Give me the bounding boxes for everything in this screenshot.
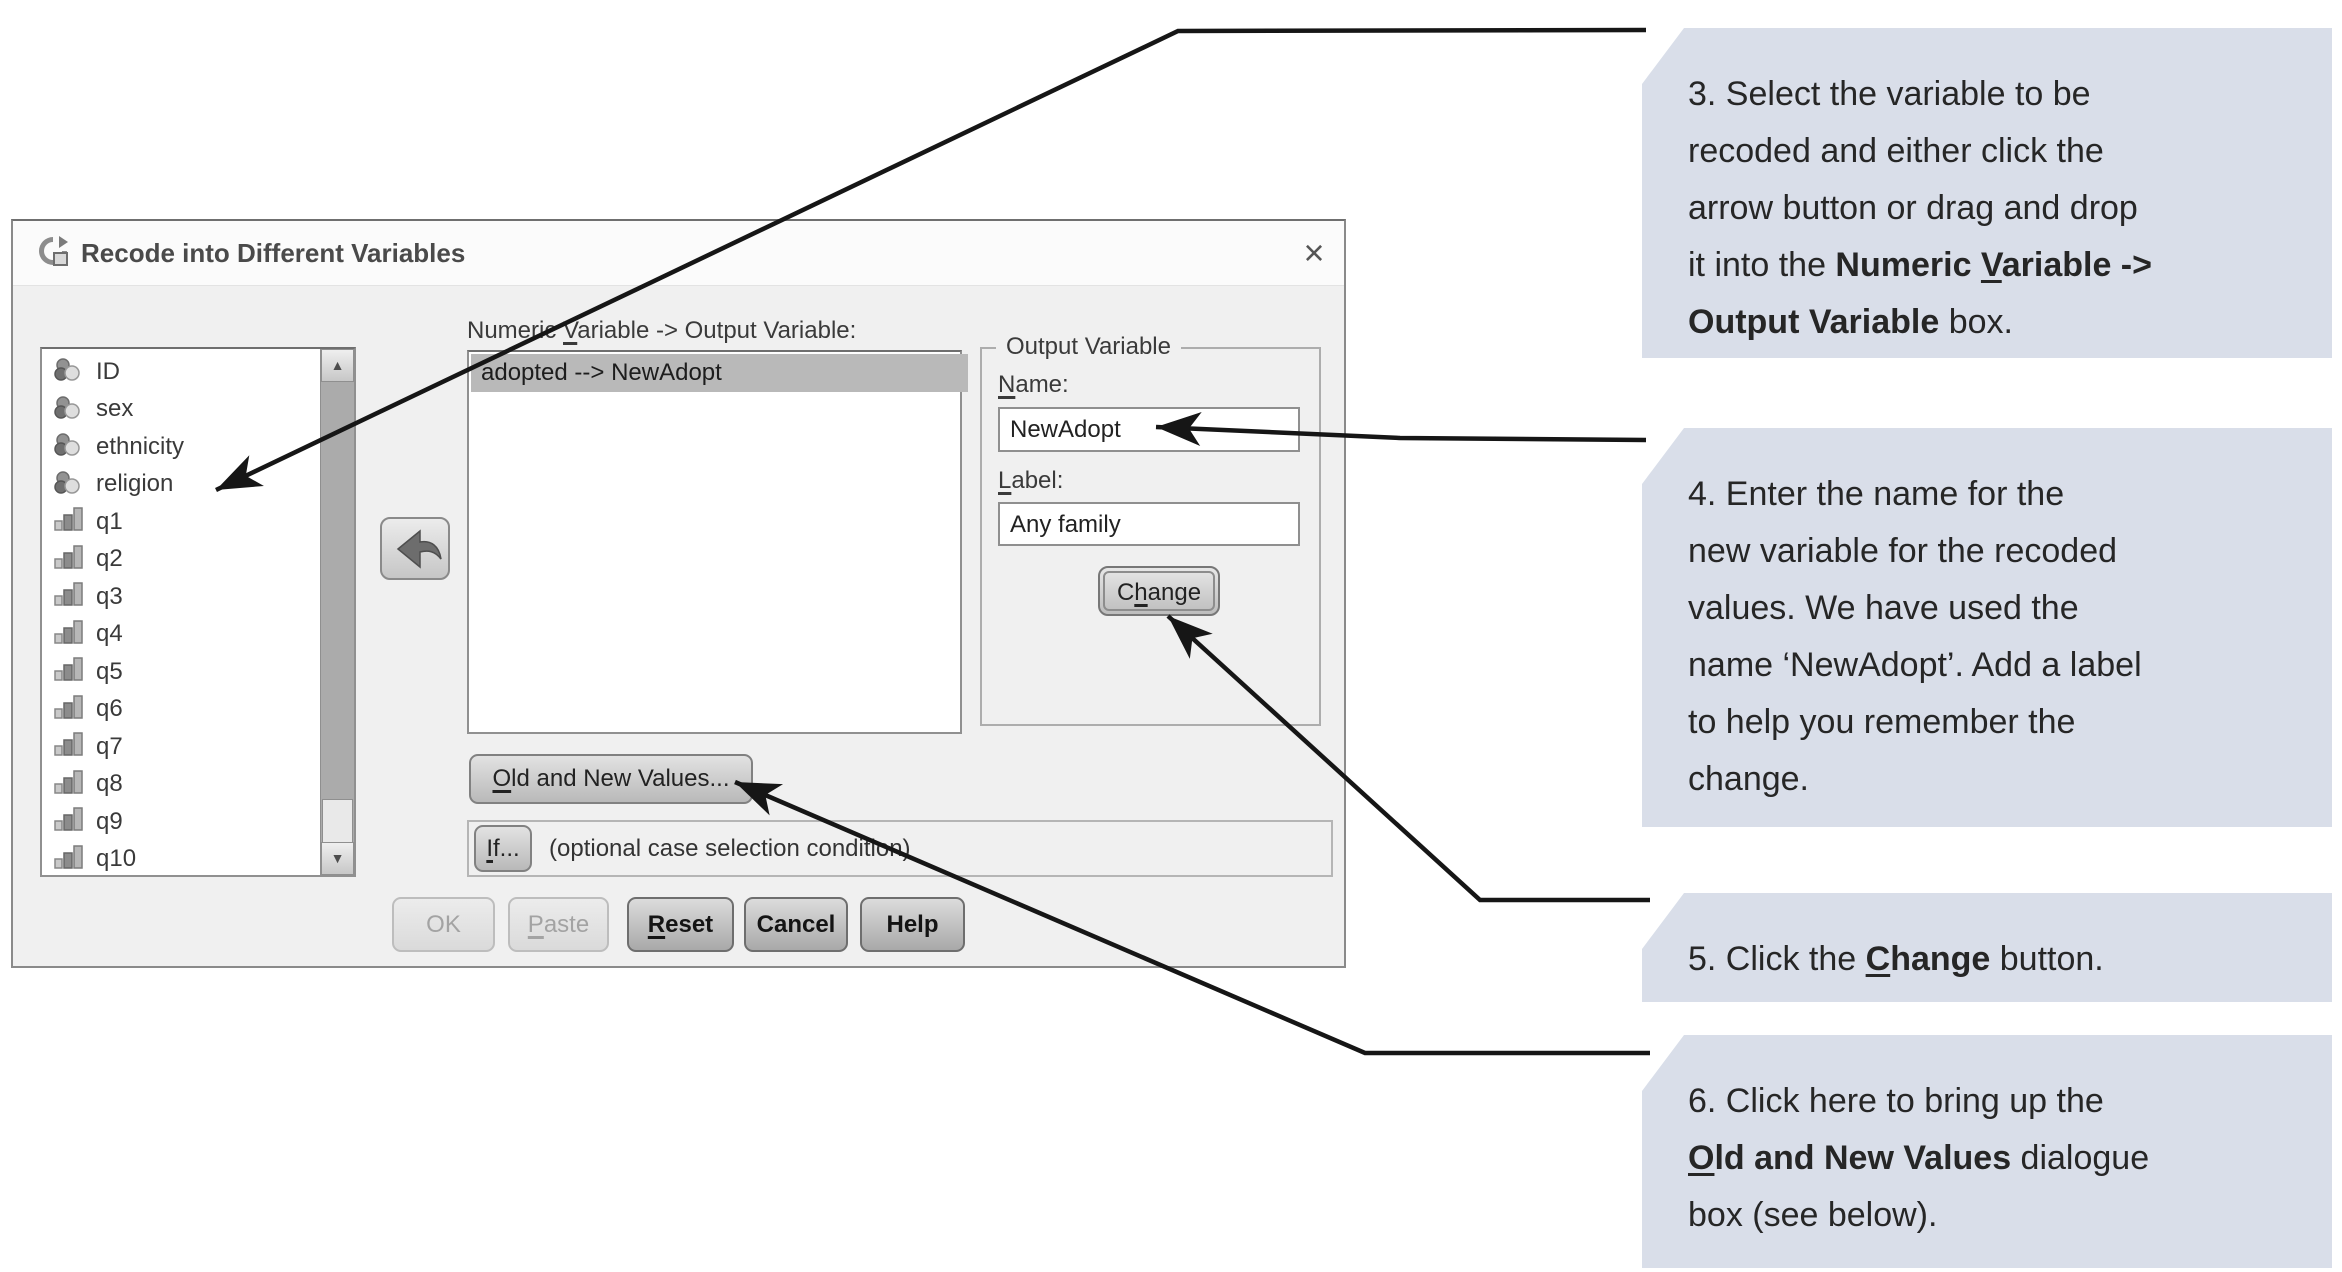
variable-label: q1 — [96, 507, 123, 535]
variable-label: ethnicity — [96, 432, 185, 460]
variable-item-ID[interactable]: ID — [42, 353, 320, 391]
if-description: (optional case selection condition) — [549, 835, 911, 862]
if-button[interactable]: If... — [474, 825, 532, 872]
callout-text-line: recoded and either click the — [1688, 132, 2104, 170]
scroll-down-button[interactable]: ▼ — [321, 842, 354, 875]
variable-label: q2 — [96, 545, 123, 573]
variable-label: religion — [96, 470, 174, 498]
transfer-arrow-button[interactable] — [380, 517, 450, 580]
variable-label: sex — [96, 395, 134, 423]
variable-item-q4[interactable]: q4 — [42, 616, 320, 654]
callout-text-line: name ‘NewAdopt’. Add a label — [1688, 646, 2142, 684]
scroll-up-button[interactable]: ▲ — [321, 349, 354, 382]
callout-text-line: 4. Enter the name for the — [1688, 475, 2065, 513]
cancel-button[interactable]: Cancel — [744, 897, 848, 952]
nominal-variable-icon — [54, 432, 84, 461]
variable-item-q6[interactable]: q6 — [42, 691, 320, 729]
variable-label: q10 — [96, 845, 137, 873]
callout-step-5: 5. Click the Change button. — [1642, 893, 2332, 1002]
source-variable-list[interactable]: ID sex ethnicity religion q1 q2 q3 q4 q5 q6 q7 q8 q9… — [40, 347, 356, 877]
name-label: Name: — [998, 371, 1069, 398]
nominal-variable-icon — [54, 357, 84, 386]
variable-label: q4 — [96, 620, 123, 648]
callout-text-line: 3. Select the variable to be — [1688, 75, 2091, 113]
variable-item-q5[interactable]: q5 — [42, 653, 320, 691]
dialog-title: Recode into Different Variables — [81, 238, 466, 268]
recode-into-different-variables-dialog: Recode into Different Variables × ID sex e… — [11, 219, 1346, 968]
variable-label: q3 — [96, 582, 123, 610]
bent-left-arrow-icon — [396, 529, 442, 569]
variable-item-q8[interactable]: q8 — [42, 766, 320, 804]
callout-text-line: arrow button or drag and drop — [1688, 189, 2138, 227]
variable-label: q9 — [96, 807, 123, 835]
callout-step-3: 3. Select the variable to be recoded and … — [1642, 28, 2332, 358]
callout-text-line: it into the Numeric Variable -> — [1688, 246, 2152, 284]
reset-button[interactable]: Reset — [627, 897, 734, 952]
scale-variable-icon — [54, 582, 84, 611]
help-button[interactable]: Help — [860, 897, 965, 952]
variable-label: q8 — [96, 770, 123, 798]
nominal-variable-icon — [54, 470, 84, 499]
scale-variable-icon — [54, 770, 84, 799]
output-variable-group-title: Output Variable — [996, 333, 1181, 361]
label-input[interactable]: Any family — [998, 502, 1300, 546]
variable-item-ethnicity[interactable]: ethnicity — [42, 428, 320, 466]
variable-item-q7[interactable]: q7 — [42, 728, 320, 766]
callout-text-line: box (see below). — [1688, 1196, 1938, 1234]
scale-variable-icon — [54, 507, 84, 536]
callout-text-line: values. We have used the — [1688, 589, 2079, 627]
scale-variable-icon — [54, 807, 84, 836]
variable-item-sex[interactable]: sex — [42, 391, 320, 429]
selected-target-item[interactable]: adopted --> NewAdopt — [471, 354, 968, 392]
dialog-titlebar[interactable]: Recode into Different Variables × — [13, 221, 1344, 286]
variable-item-q3[interactable]: q3 — [42, 578, 320, 616]
close-icon[interactable]: × — [1303, 232, 1325, 273]
variable-item-q1[interactable]: q1 — [42, 503, 320, 541]
change-button[interactable]: Change — [1098, 566, 1220, 616]
scale-variable-icon — [54, 657, 84, 686]
variable-label: q7 — [96, 732, 123, 760]
change-button-label: Change — [1103, 571, 1215, 611]
callout-text-line: Old and New Values dialogue — [1688, 1139, 2150, 1177]
variable-label: q6 — [96, 695, 123, 723]
scale-variable-icon — [54, 620, 84, 649]
variable-item-religion[interactable]: religion — [42, 466, 320, 504]
scrollbar-thumb[interactable] — [322, 799, 353, 849]
vertical-scrollbar[interactable]: ▲ ▼ — [320, 349, 354, 875]
target-list-label: Numeric Variable -> Output Variable: — [467, 317, 857, 344]
callout-text-line: new variable for the recoded — [1688, 532, 2118, 570]
label-label: Label: — [998, 467, 1064, 494]
scale-variable-icon — [54, 545, 84, 574]
name-input[interactable]: NewAdopt — [998, 407, 1300, 452]
source-variable-rows: ID sex ethnicity religion q1 q2 q3 q4 q5 q6 q7 q8 q9… — [42, 353, 320, 873]
callout-text-line: 5. Click the Change button. — [1688, 940, 2104, 978]
variable-label: ID — [96, 357, 120, 385]
target-variable-list[interactable]: adopted --> NewAdopt — [467, 350, 968, 734]
scale-variable-icon — [54, 732, 84, 761]
old-and-new-values-button[interactable]: Old and New Values... — [469, 754, 753, 804]
output-variable-group: Output Variable Name: NewAdopt Label: An… — [980, 333, 1321, 726]
recode-dialog-icon — [35, 234, 71, 270]
ok-button[interactable]: OK — [392, 897, 495, 952]
scale-variable-icon — [54, 845, 84, 873]
variable-item-q9[interactable]: q9 — [42, 803, 320, 841]
variable-item-q2[interactable]: q2 — [42, 541, 320, 579]
if-condition-row: If... (optional case selection condition… — [467, 820, 1333, 877]
paste-button[interactable]: Paste — [508, 897, 609, 952]
callout-text-line: 6. Click here to bring up the — [1688, 1082, 2104, 1120]
callout-step-4: 4. Enter the name for the new variable fo… — [1642, 428, 2332, 827]
callout-text-line: change. — [1688, 760, 1809, 798]
variable-item-q10[interactable]: q10 — [42, 841, 320, 874]
variable-label: q5 — [96, 657, 123, 685]
scale-variable-icon — [54, 695, 84, 724]
nominal-variable-icon — [54, 395, 84, 424]
callout-text-line: Output Variable box. — [1688, 303, 2013, 341]
callout-text-line: to help you remember the — [1688, 703, 2076, 741]
